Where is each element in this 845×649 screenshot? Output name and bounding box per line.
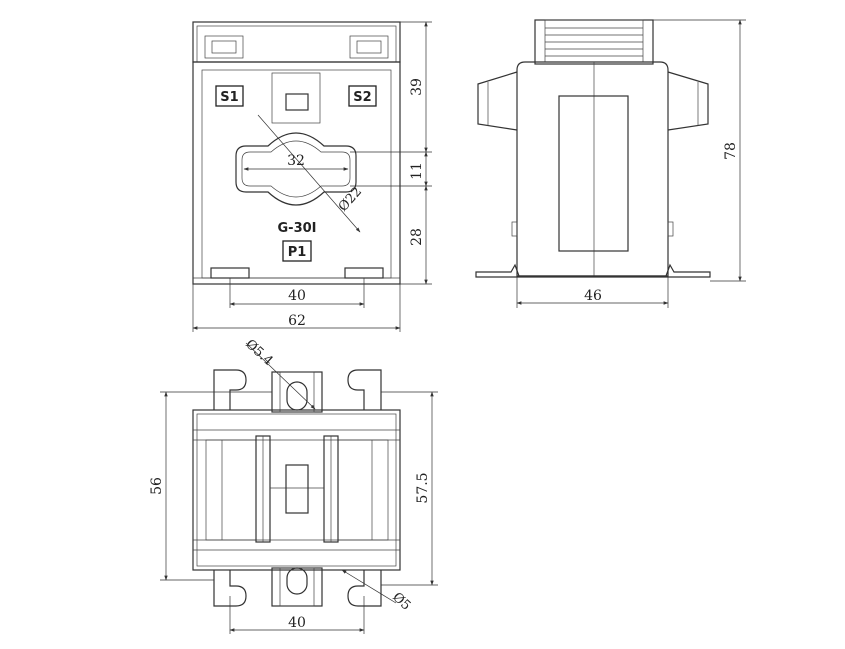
terminal-s1-label: S1: [220, 90, 238, 105]
dim-bottom-outer: 57.5: [415, 472, 431, 503]
terminal-s2: S2: [348, 85, 377, 107]
front-view: S1 S2 32 Ø22 G-30I P1 39 11 28: [192, 21, 432, 332]
dim-opening-height: 11: [409, 162, 425, 180]
dim-front-pitch: 40: [288, 288, 306, 304]
terminal-p1: P1: [282, 240, 312, 262]
dim-bottom-offset: 28: [409, 228, 425, 246]
terminal-s2-label: S2: [353, 90, 371, 105]
dim-opening-width: 32: [287, 153, 305, 169]
dim-side-depth: 46: [584, 288, 602, 304]
dim-bottom-inner: 56: [149, 477, 165, 495]
terminal-s1: S1: [215, 85, 244, 107]
dim-front-width: 62: [288, 313, 306, 329]
dim-hole-bottom: Ø5: [389, 590, 413, 614]
dim-top-offset: 39: [409, 78, 425, 96]
bottom-view: Ø5.4 Ø5 56 57.5 40: [149, 337, 438, 634]
dim-diameter: Ø22: [336, 184, 365, 214]
dim-hole-top: Ø5.4: [242, 337, 275, 369]
side-view: 78 46: [475, 19, 746, 308]
dim-bottom-pitch: 40: [288, 615, 306, 631]
model-label: G-30I: [278, 221, 317, 236]
terminal-p1-label: P1: [288, 245, 307, 260]
dim-side-height: 78: [723, 142, 739, 160]
